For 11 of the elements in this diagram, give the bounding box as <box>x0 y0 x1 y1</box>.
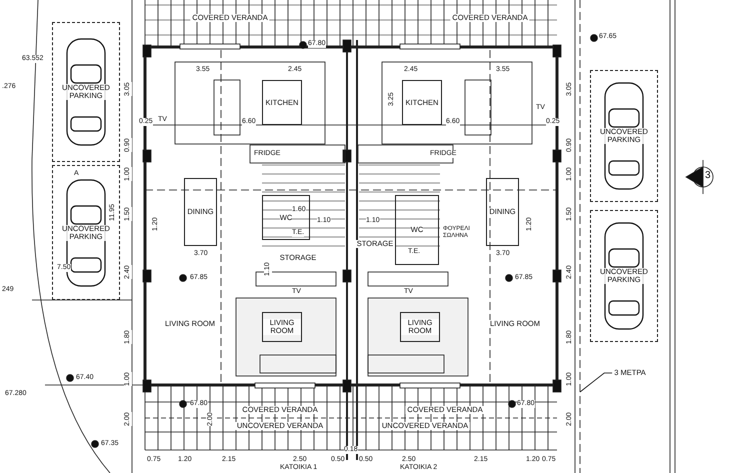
coffee-table <box>400 312 440 342</box>
parking-space <box>52 22 120 162</box>
parking-space <box>590 210 658 342</box>
section-marker-label: 3 <box>705 172 711 180</box>
coffee-table <box>262 312 302 342</box>
dining-table <box>184 178 217 246</box>
leader-line <box>580 372 613 392</box>
dining-table <box>262 80 302 125</box>
dining-table <box>486 178 519 246</box>
parking-space <box>590 70 658 202</box>
dining-table <box>402 80 442 125</box>
